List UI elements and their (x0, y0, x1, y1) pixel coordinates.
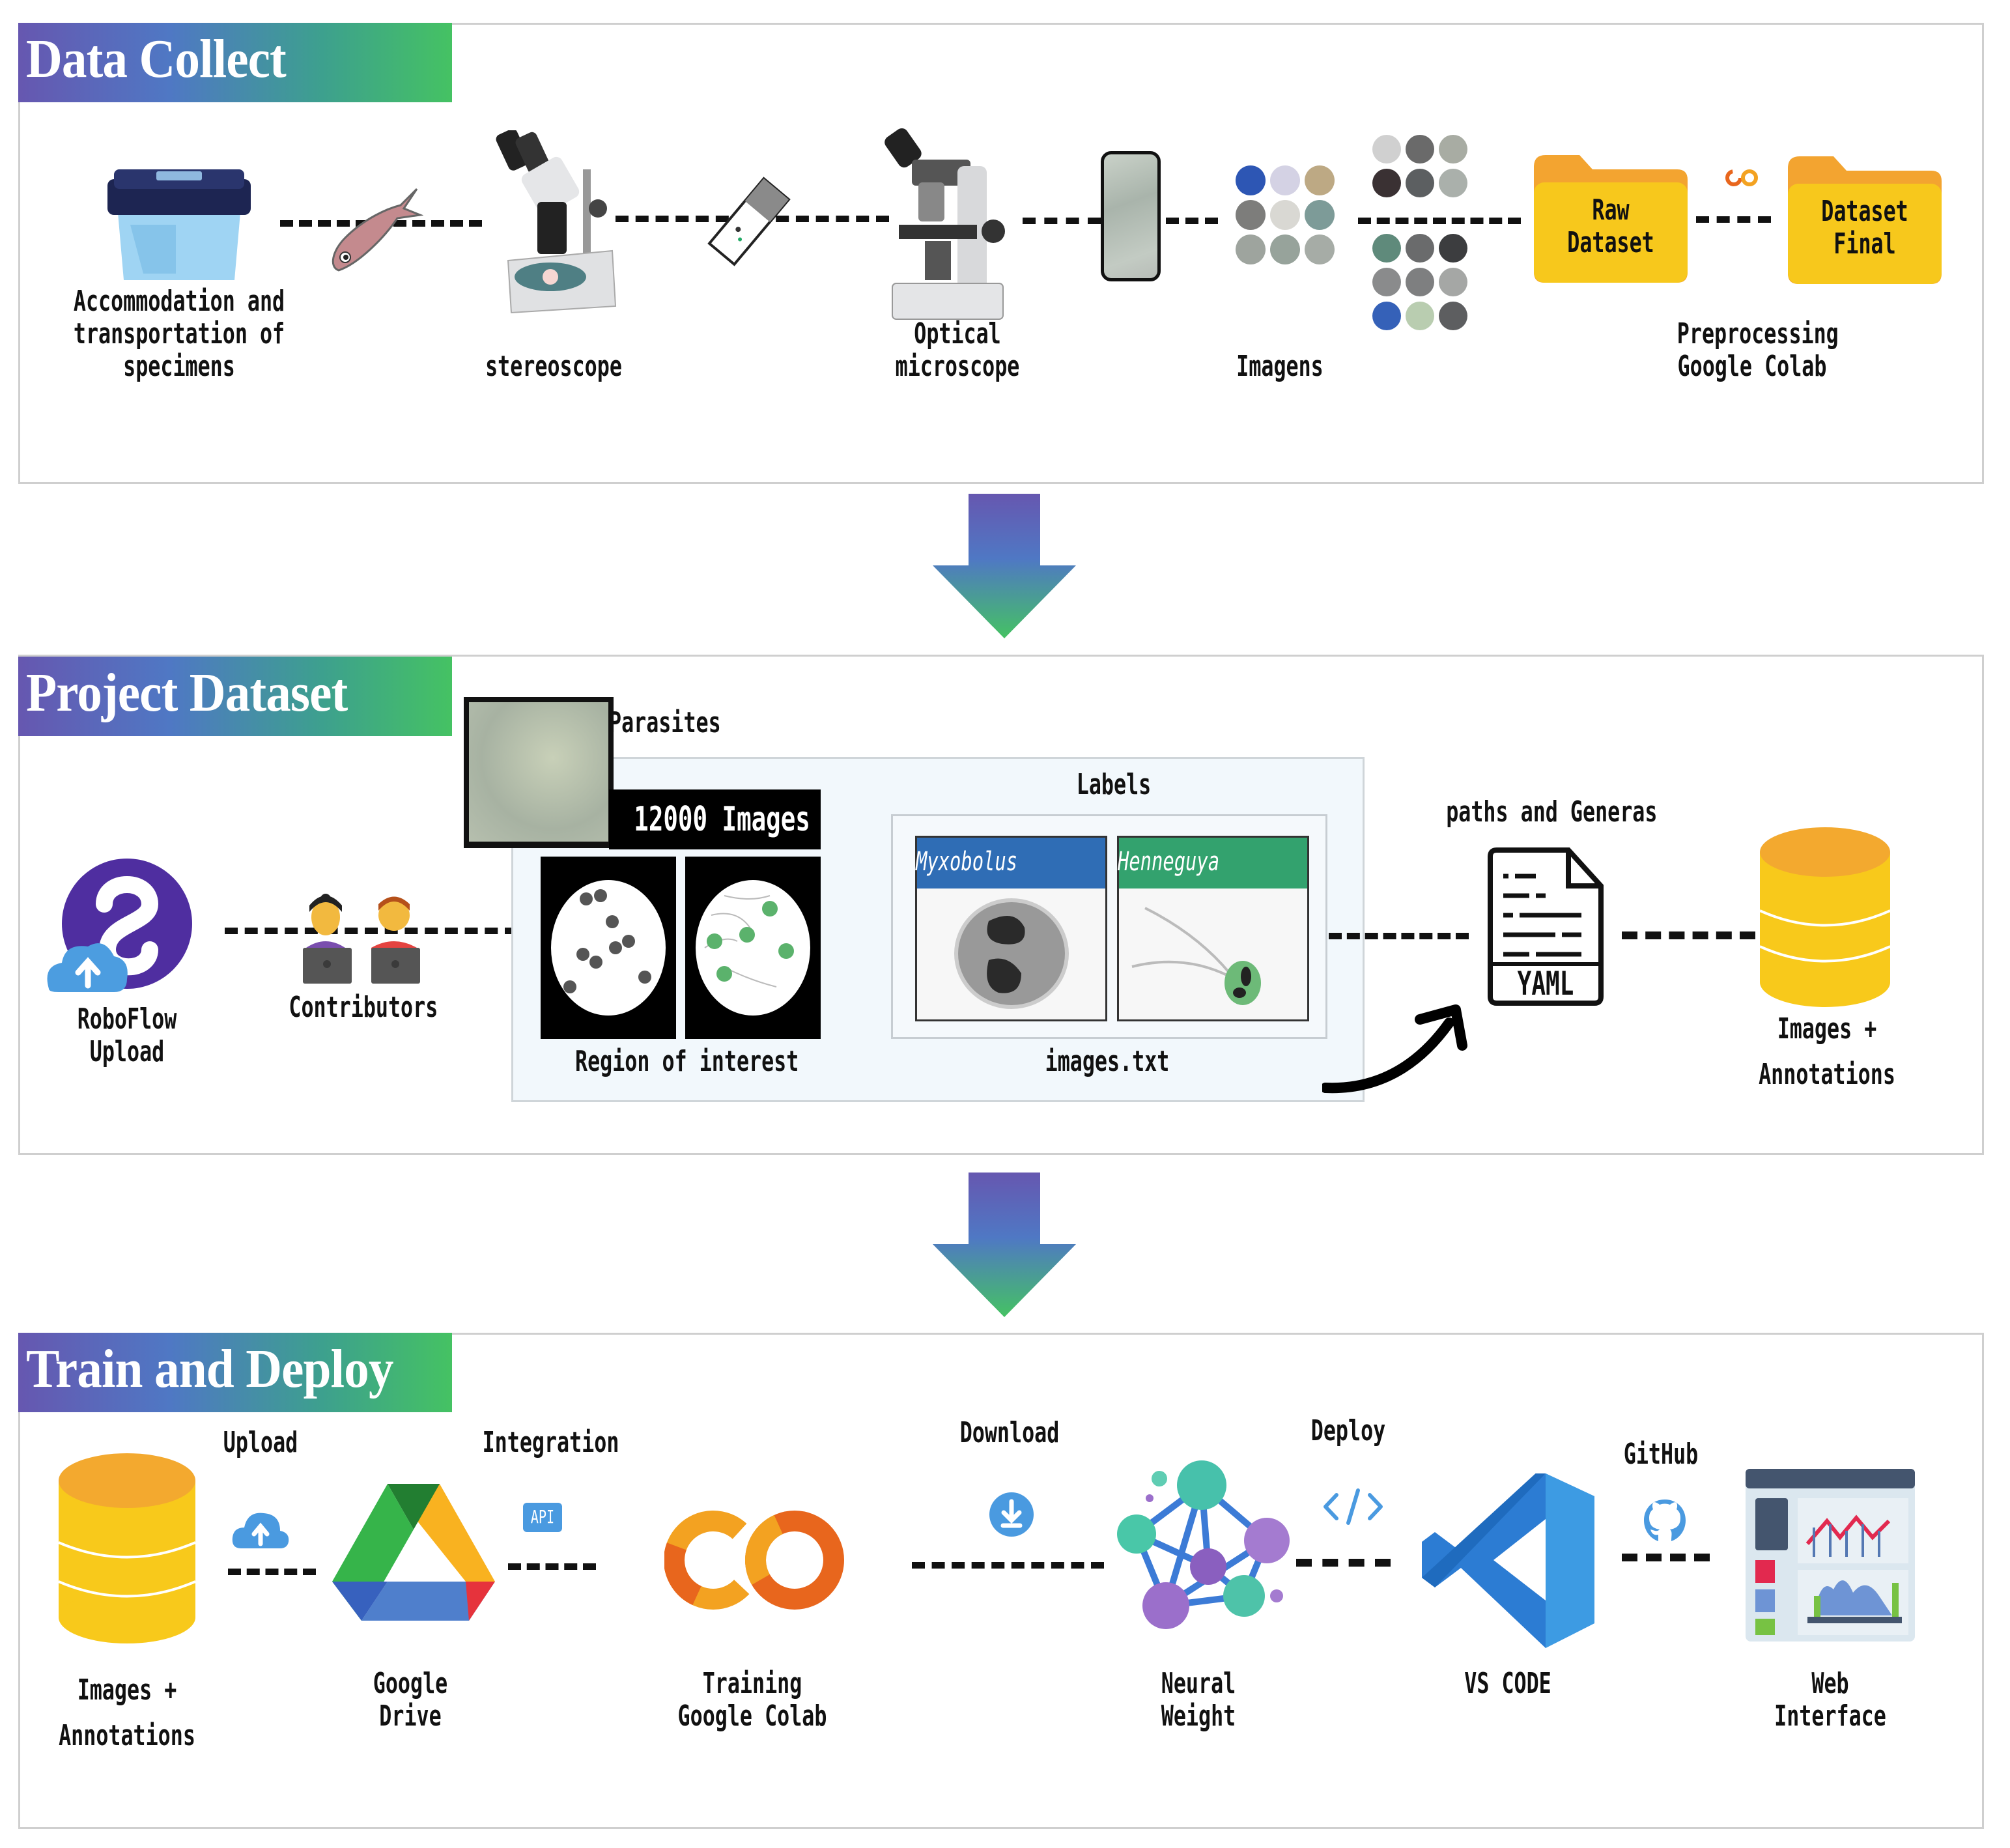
roboflow-upload-label: RoboFlow Upload (77, 1002, 177, 1068)
flow-arrow-down-icon (933, 494, 1076, 640)
labels-title: Labels (1076, 768, 1152, 801)
data-collect-title: Data Collect (26, 29, 287, 89)
connector-line (1622, 931, 1755, 939)
github-label: GitHub (1623, 1438, 1699, 1471)
class-name: Myxobolus (916, 847, 1018, 877)
connector-line (1023, 218, 1101, 224)
parasites-label: Parasites (609, 706, 721, 739)
connector-line (225, 928, 518, 934)
optical-microscope-label: Optical microscope (895, 317, 1020, 383)
cloud-upload-icon[interactable] (231, 1508, 290, 1550)
images-annotations-label: Images + Annotations (59, 1673, 195, 1752)
roi-panel-myxobolus (541, 857, 676, 1039)
colab-icon (1723, 168, 1762, 188)
raw-dataset-label: Raw Dataset (1567, 193, 1654, 259)
download-icon[interactable] (989, 1492, 1034, 1537)
database-icon (57, 1451, 197, 1647)
contributors-icon (290, 886, 433, 984)
web-interface-label: Web Interface (1774, 1667, 1886, 1733)
upload-label: Upload (223, 1426, 298, 1459)
neural-weight-label: Neural Weight (1161, 1667, 1236, 1733)
images-count-badge: 12000 Images (609, 789, 821, 849)
smartphone-icon (1101, 151, 1166, 285)
images-count-label: 12000 Images (634, 800, 810, 839)
yaml-badge: YAML (1517, 965, 1574, 1002)
project-dataset-title: Project Dataset (26, 662, 348, 723)
google-drive-icon (332, 1484, 495, 1624)
database-icon (1759, 826, 1892, 1008)
roi-panel-henneguya (685, 857, 821, 1039)
raw-dataset-folder[interactable]: Raw Dataset (1534, 155, 1688, 283)
yaml-file-icon: YAML (1484, 847, 1607, 1006)
vscode-icon (1422, 1473, 1594, 1648)
class-card-myxobolus[interactable]: Myxobolus (915, 836, 1107, 1021)
stereoscope-icon (495, 130, 619, 316)
storage-box-icon (104, 166, 254, 283)
flow-arrow-down-icon (933, 1173, 1076, 1319)
google-colab-icon (664, 1501, 847, 1619)
yaml-caption: paths and Generas (1446, 795, 1658, 829)
data-collect-header: Data Collect (18, 23, 452, 102)
fish-icon (326, 186, 423, 277)
preprocessing-label: Preprocessing Google Colab (1677, 317, 1839, 383)
integration-label: Integration (482, 1426, 619, 1459)
training-colab-label: Training Google Colab (677, 1667, 827, 1733)
imagens-label: Imagens (1236, 350, 1323, 383)
connector-line (508, 1563, 596, 1570)
google-drive-label: Google Drive (373, 1667, 448, 1733)
github-icon[interactable] (1643, 1498, 1687, 1547)
download-label: Download (959, 1416, 1060, 1449)
api-badge[interactable]: API (523, 1503, 562, 1532)
project-dataset-header: Project Dataset (18, 657, 452, 736)
train-deploy-title: Train and Deploy (26, 1339, 393, 1399)
neural-network-icon (1111, 1459, 1299, 1642)
storage-box-label: Accommodation and transportation of spec… (73, 285, 285, 383)
vscode-label: VS CODE (1464, 1667, 1551, 1700)
image-grid-icon (1234, 164, 1338, 268)
train-deploy-header: Train and Deploy (18, 1333, 452, 1412)
image-grid-icon (1371, 134, 1469, 335)
microscope-slide-icon (697, 173, 801, 270)
connector-line (1696, 216, 1771, 223)
api-label: API (530, 1506, 555, 1528)
final-dataset-folder[interactable]: Dataset Final (1788, 156, 1942, 284)
roi-label: Region of interest (575, 1045, 799, 1078)
connector-line (1329, 933, 1469, 939)
parasites-photo (464, 697, 614, 848)
connector-line (912, 1562, 1104, 1569)
connector-line (228, 1569, 316, 1575)
connector-line (1166, 218, 1218, 224)
deploy-label: Deploy (1310, 1414, 1386, 1447)
stereoscope-label: stereoscope (485, 350, 622, 383)
images-txt-label: images.txt (1045, 1045, 1170, 1078)
images-annotations-label: Images + Annotations (1759, 1012, 1895, 1091)
final-dataset-label: Dataset Final (1821, 195, 1908, 261)
curved-arrow-icon (1322, 997, 1479, 1101)
roboflow-logo-icon (42, 859, 199, 1002)
class-card-henneguya[interactable]: Henneguya (1117, 836, 1309, 1021)
contributors-label: Contributors (289, 991, 438, 1024)
code-icon[interactable] (1322, 1487, 1384, 1526)
class-name: Henneguya (1118, 847, 1220, 877)
connector-line (1622, 1554, 1710, 1561)
connector-line (1358, 218, 1521, 224)
optical-microscope-icon (879, 127, 1010, 322)
connector-line (1296, 1559, 1391, 1567)
web-interface-icon (1742, 1466, 1918, 1648)
